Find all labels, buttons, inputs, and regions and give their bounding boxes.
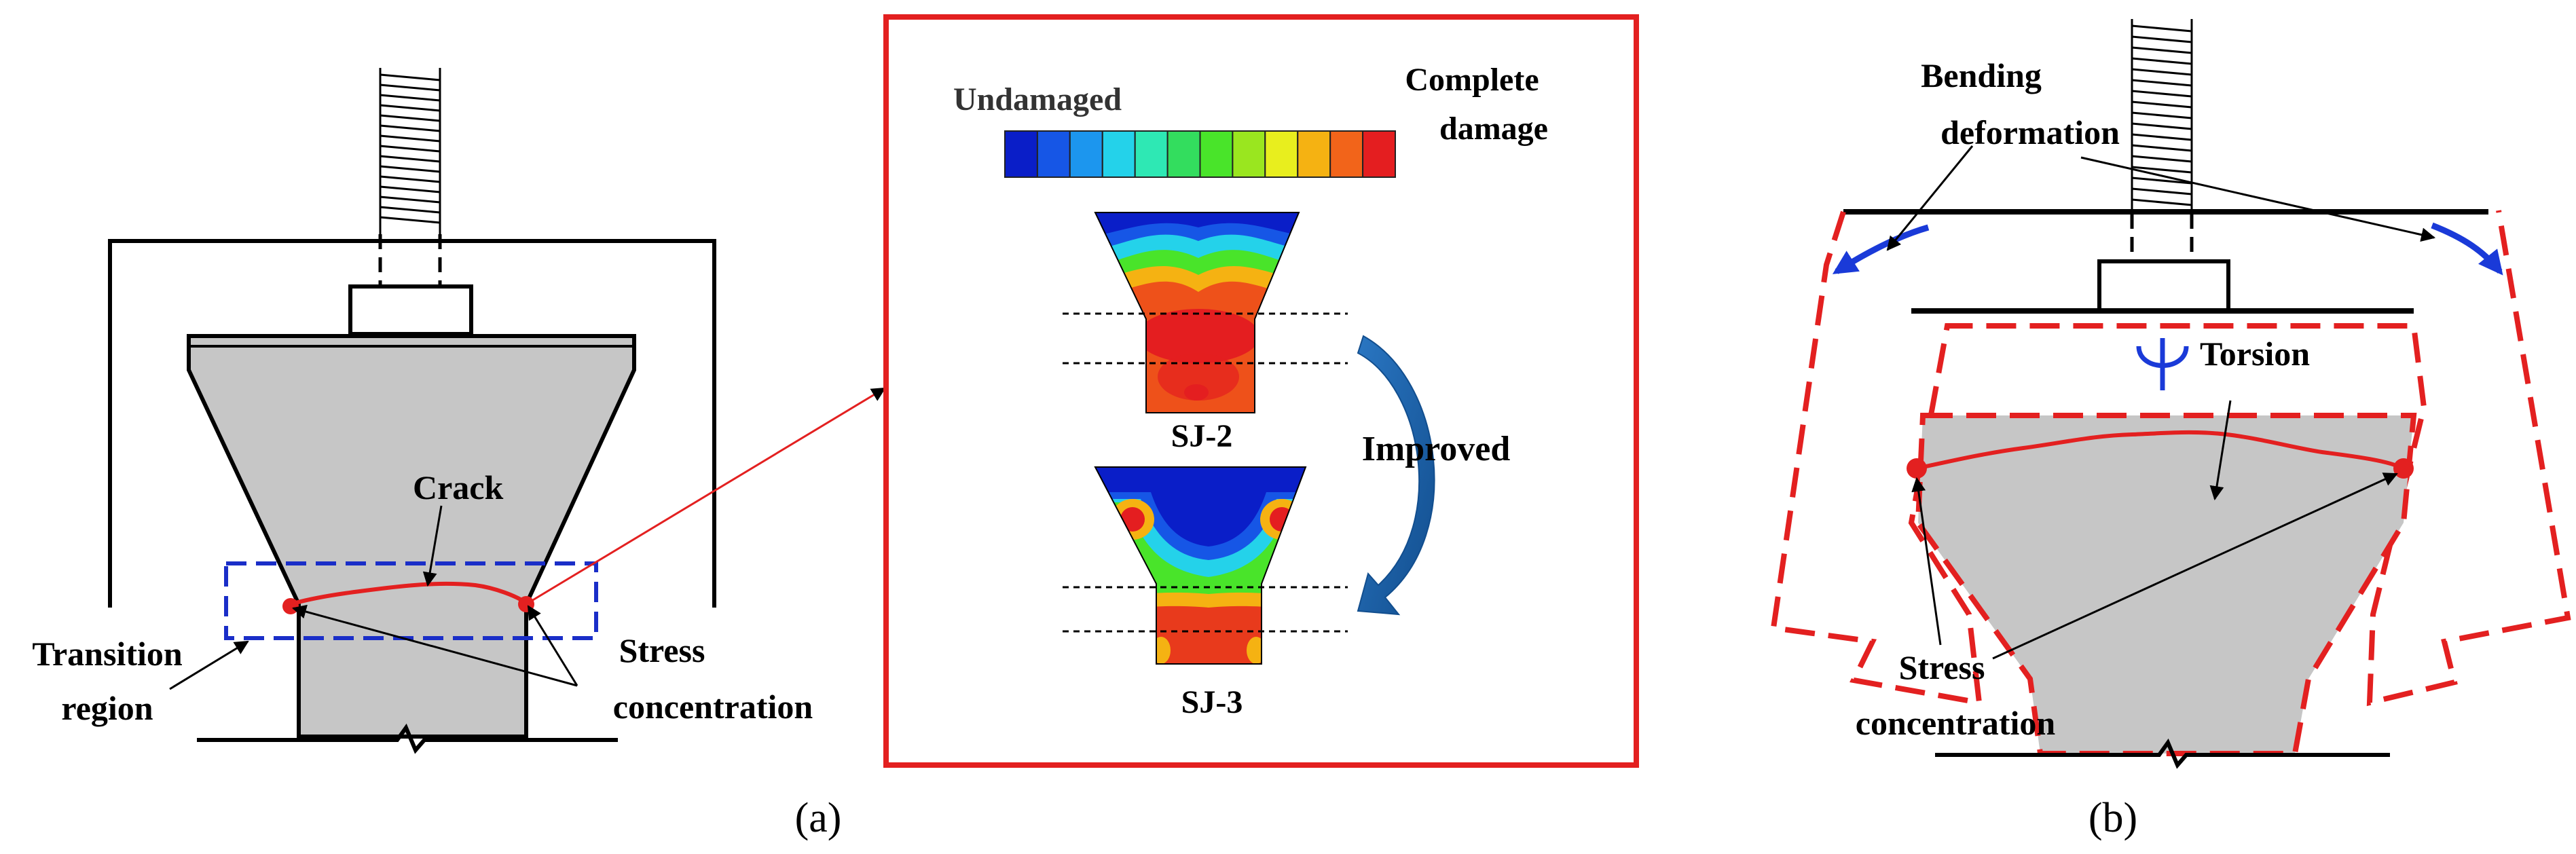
caption-b: (b): [2089, 795, 2137, 841]
panel-a: Crack Transition region Stress concentra…: [32, 68, 886, 841]
crack-label: Crack: [413, 468, 503, 506]
sj3-section-lines: [1063, 586, 1348, 633]
scale-swatch: [1297, 130, 1331, 178]
scale-swatch: [1101, 130, 1136, 178]
sj3-label: SJ-3: [1181, 684, 1243, 720]
stress-label-2: concentration: [613, 688, 813, 726]
bending-label-1: Bending: [1921, 56, 2042, 94]
stress-label-1: Stress: [619, 631, 705, 669]
torsion-label: Torsion: [2200, 335, 2310, 373]
scale-swatch: [1329, 130, 1364, 178]
damage-inset: Undamaged Complete damage SJ-2: [883, 14, 1639, 768]
stress-point-b-right: [2393, 458, 2414, 479]
scale-swatch: [1362, 130, 1396, 178]
specimen-body: [187, 334, 636, 739]
transition-label-1: Transition: [32, 635, 183, 673]
legend-high-label-2: damage: [1439, 111, 1548, 147]
crack-line: [290, 581, 528, 606]
scale-swatch: [1166, 130, 1201, 178]
bending-arrow-left-icon: [1832, 224, 1930, 274]
legend-low-label: Undamaged: [953, 81, 1122, 117]
loading-cap: [348, 284, 473, 336]
ground-line: [197, 723, 618, 754]
scale-swatch: [1264, 130, 1299, 178]
scale-swatch: [1134, 130, 1169, 178]
panel-b: Bending deformation Torsion Stress conce…: [1770, 19, 2571, 841]
scale-swatch: [1036, 130, 1071, 178]
sj2-section-lines: [1063, 312, 1348, 365]
sj2-label: SJ-2: [1171, 418, 1233, 454]
stress-label-b-2: concentration: [1856, 704, 2056, 742]
scale-swatch: [1232, 130, 1266, 178]
legend-high-label-1: Complete: [1405, 62, 1539, 98]
scale-swatch: [1199, 130, 1234, 178]
bending-arrow-right-icon: [2431, 222, 2503, 276]
stress-point-left: [282, 598, 299, 614]
bending-label-2: deformation: [1940, 113, 2120, 151]
deformed-specimen: [1915, 413, 2417, 756]
damage-color-scale: [1004, 130, 1396, 178]
scale-swatch: [1069, 130, 1103, 178]
loading-frame: [108, 239, 716, 608]
caption-a: (a): [795, 795, 842, 841]
transition-region-box: [224, 561, 598, 640]
improved-label: Improved: [1362, 430, 1511, 468]
stress-point-b-left: [1907, 458, 1927, 479]
deformed-frame-outline: [1770, 210, 2571, 707]
stress-label-b-1: Stress: [1899, 648, 1985, 686]
ground-line-b: [1935, 738, 2390, 769]
transition-label-2: region: [61, 689, 153, 727]
spring-icon-b: [2131, 19, 2193, 214]
spring-icon: [379, 68, 441, 234]
zoom-connector: [528, 387, 886, 604]
stress-point-right: [518, 596, 534, 612]
scale-swatch: [1004, 130, 1038, 178]
loading-cap-b: [2097, 259, 2230, 313]
improved-arrow-icon: [1357, 335, 1435, 616]
crack-line-b: [1916, 430, 2404, 470]
torsion-icon: [2136, 338, 2189, 390]
